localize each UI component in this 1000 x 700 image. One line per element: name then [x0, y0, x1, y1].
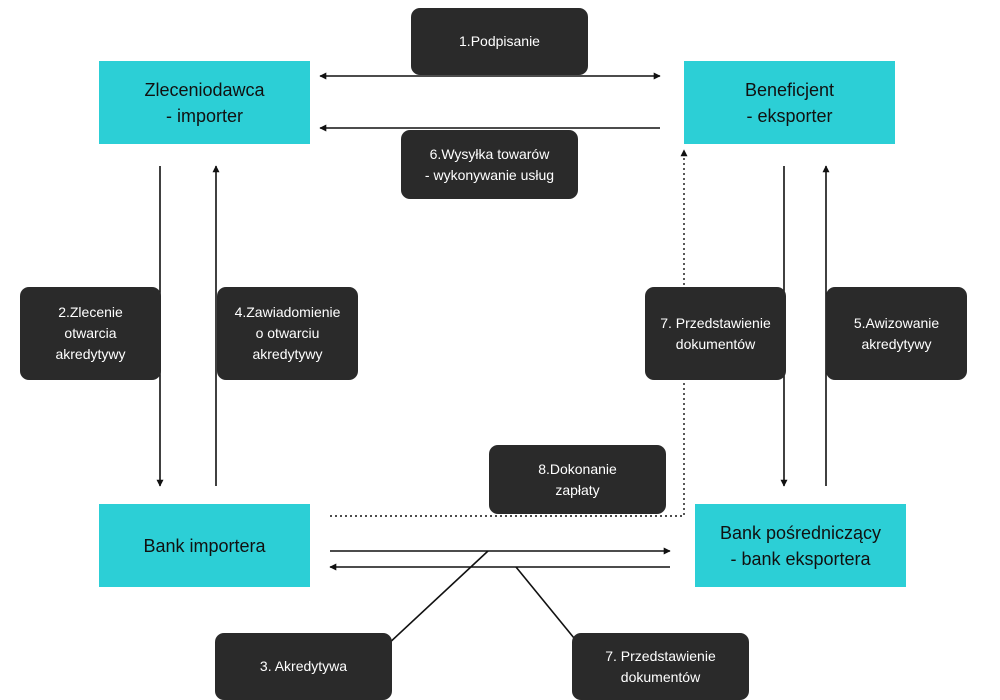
exporter-box: Beneficjent - eksporter: [684, 61, 895, 144]
step-advising-label: 5.Awizowanie akredytywy: [826, 287, 967, 380]
step-payment-label: 8.Dokonanie zapłaty: [489, 445, 666, 514]
importer-bank-box: Bank importera: [99, 504, 310, 587]
step-shipment-label: 6.Wysyłka towarów - wykonywanie usług: [401, 130, 578, 199]
importer-box: Zleceniodawca - importer: [99, 61, 310, 144]
documents-leader: [515, 566, 575, 639]
step-documents-importer-bank-label: 7. Przedstawienie dokumentów: [572, 633, 749, 700]
letter-of-credit-leader: [385, 550, 489, 647]
step-documents-exporter-bank-label: 7. Przedstawienie dokumentów: [645, 287, 786, 380]
step-opening-order-label: 2.Zlecenie otwarcia akredytywy: [20, 287, 161, 380]
step-signing-label: 1.Podpisanie: [411, 8, 588, 75]
step-letter-of-credit-label: 3. Akredytywa: [215, 633, 392, 700]
step-opening-notice-label: 4.Zawiadomienie o otwarciu akredytywy: [217, 287, 358, 380]
exporter-bank-box: Bank pośredniczący - bank eksportera: [695, 504, 906, 587]
